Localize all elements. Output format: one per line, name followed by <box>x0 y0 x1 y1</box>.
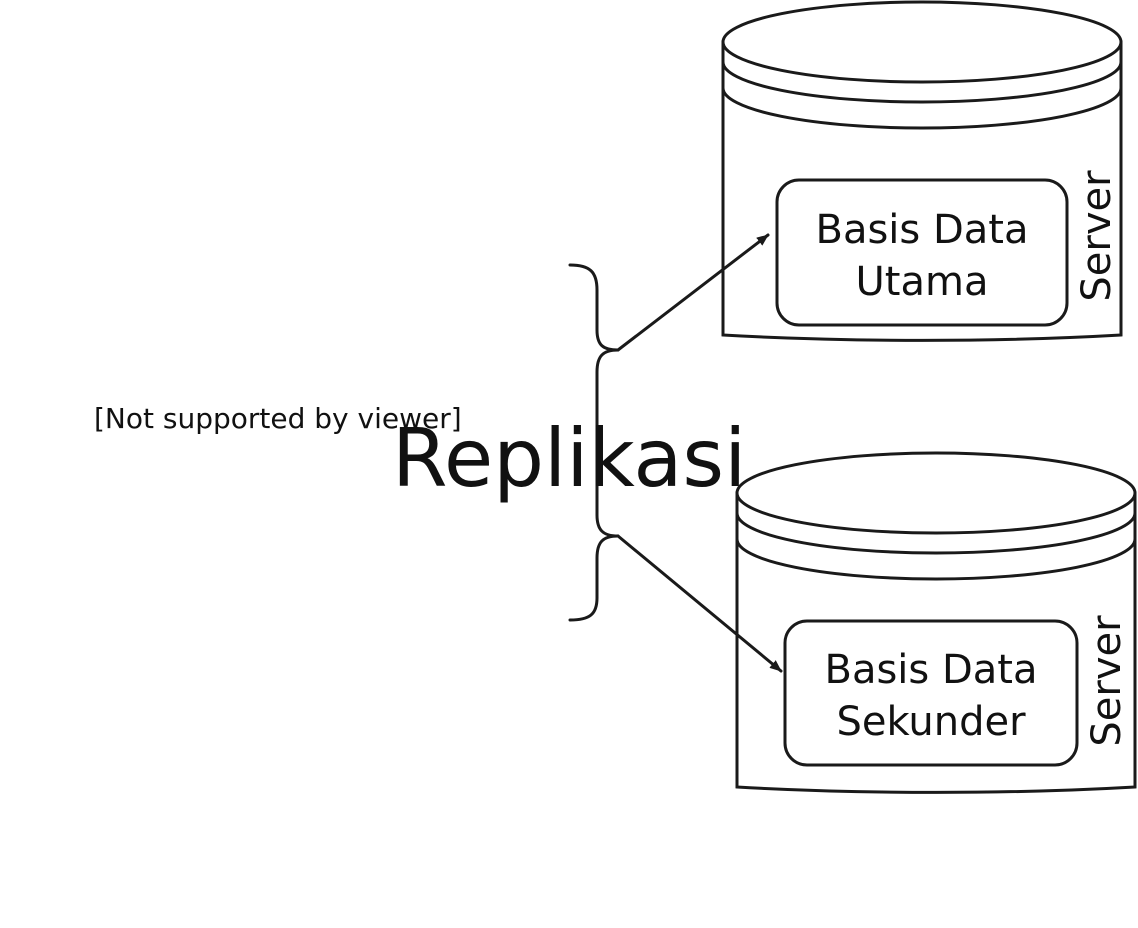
primary-server-label: Server <box>1074 170 1120 302</box>
primary-database-box <box>775 178 1069 327</box>
primary-database-label-line1: Basis Data <box>816 207 1029 253</box>
replication-label: Replikasi <box>392 412 746 505</box>
arrow-to-primary <box>616 233 770 352</box>
primary-database-label-line2: Utama <box>856 259 989 305</box>
secondary-database-label-line2: Sekunder <box>836 699 1026 745</box>
secondary-server-label: Server <box>1084 615 1130 747</box>
not-supported-label: [Not supported by viewer] <box>94 402 462 435</box>
curly-brace <box>568 263 620 622</box>
secondary-database-label-line1: Basis Data <box>825 647 1038 693</box>
secondary-database-box <box>783 619 1079 767</box>
arrow-to-secondary <box>616 534 783 673</box>
